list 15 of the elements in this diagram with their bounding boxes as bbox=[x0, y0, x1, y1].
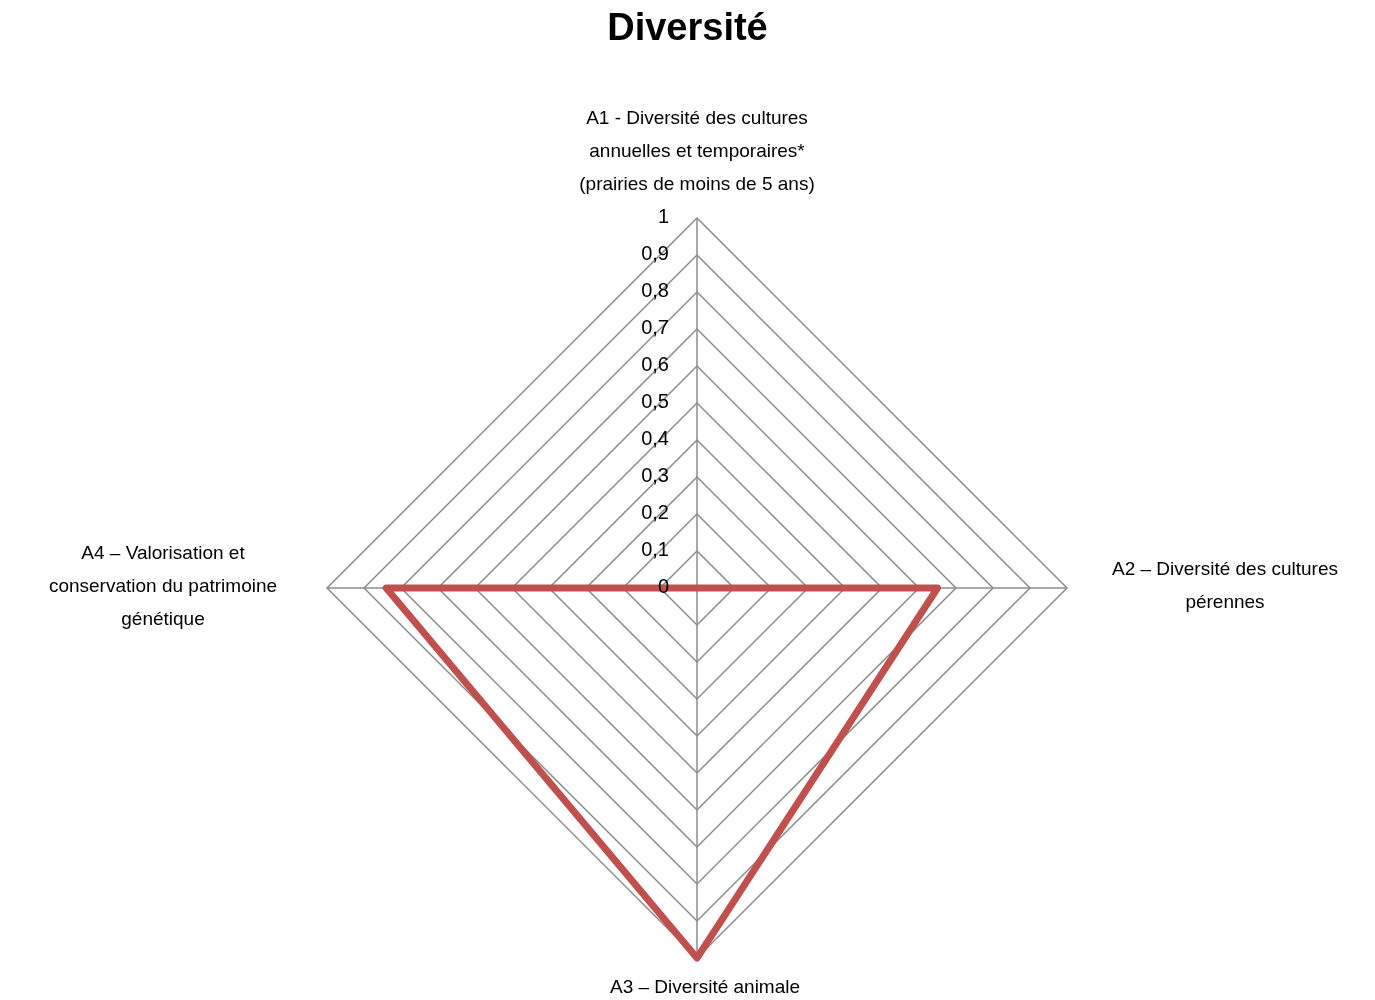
axis-tick-label: 0,9 bbox=[640, 241, 669, 265]
axis-label: A2 – Diversité des cultures pérennes bbox=[1111, 557, 1339, 614]
axis-tick-label: 0,6 bbox=[640, 352, 669, 376]
axis-tick-label: 0,3 bbox=[640, 463, 669, 487]
axis-tick-label: 0,1 bbox=[640, 537, 669, 561]
axis-tick-label: 0,7 bbox=[640, 315, 669, 339]
axis-label: A1 - Diversité des cultures annuelles et temporaires* (prairies de moins de 5 ans) bbox=[578, 106, 816, 196]
axis-tick-label: 0,4 bbox=[640, 426, 669, 450]
axis-label: A3 – Diversité animale bbox=[608, 975, 802, 999]
axis-tick-label: 0,5 bbox=[640, 389, 669, 413]
axis-label: A4 – Valorisation et conservation du patrimoine génétique bbox=[47, 541, 279, 631]
axis-tick-label: 1 bbox=[656, 204, 669, 228]
axis-tick-label: 0,2 bbox=[640, 500, 669, 524]
axis-tick-label: 0,8 bbox=[640, 278, 669, 302]
chart-title: Diversité bbox=[606, 6, 769, 49]
